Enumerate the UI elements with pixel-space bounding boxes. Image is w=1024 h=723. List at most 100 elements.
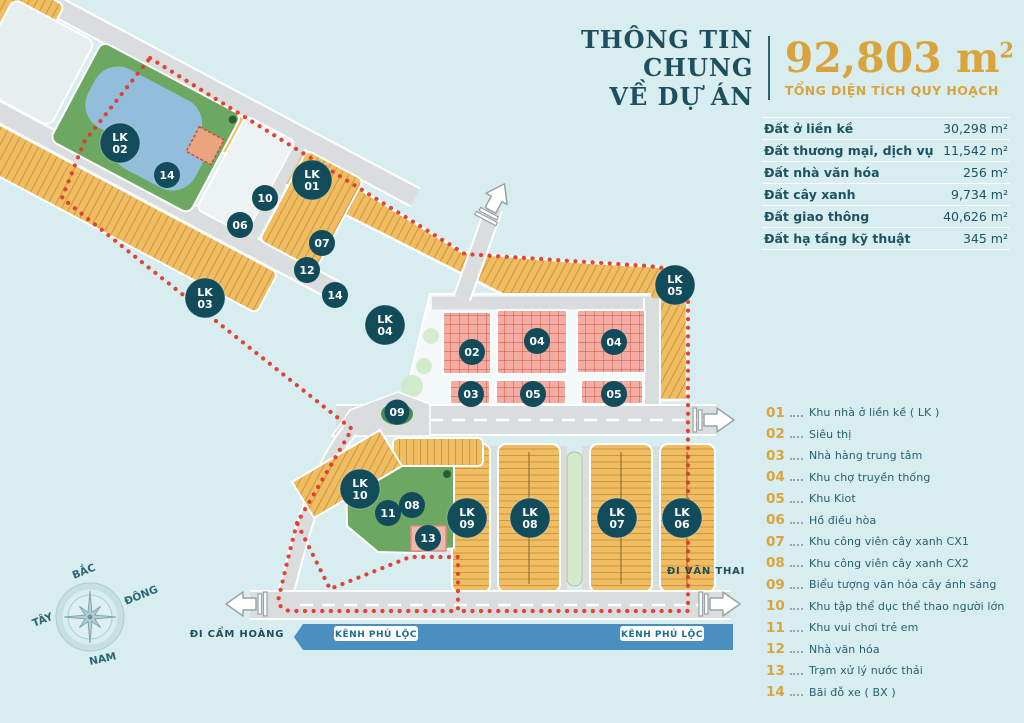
legend-number: 09 (766, 576, 785, 593)
svg-text:05: 05 (525, 388, 540, 401)
legend-number: 01 (766, 404, 785, 421)
stat-label: Đất ở liền kề (764, 121, 854, 136)
svg-text:10: 10 (257, 192, 273, 205)
tree-dot (443, 470, 451, 478)
svg-text:04: 04 (529, 335, 545, 348)
tree-blob (423, 328, 439, 344)
legend-label: Khu chợ truyền thống (809, 470, 931, 484)
legend-leader (790, 479, 803, 482)
legend-label: Khu tập thể dục thể thao người lớn (809, 599, 1005, 613)
legend-number: 11 (766, 619, 785, 636)
svg-text:04: 04 (606, 336, 622, 349)
plot-lk04 (260, 151, 363, 270)
svg-text:05: 05 (606, 388, 621, 401)
stat-value: 9,734 m² (951, 187, 1008, 202)
marker-06: 06 (227, 212, 253, 238)
stat-label: Đất hạ tầng kỹ thuật (764, 231, 911, 246)
svg-text:06: 06 (232, 219, 248, 232)
svg-text:02: 02 (464, 346, 479, 359)
legend-leader (790, 457, 803, 460)
page-title-line2: VỀ DỰ ÁN (609, 81, 754, 111)
svg-text:09: 09 (389, 406, 404, 419)
culture-house-site (185, 125, 226, 166)
legend-label: Bãi đỗ xe ( BX ) (809, 685, 896, 699)
road-a (0, 0, 420, 206)
legend-leader (790, 586, 803, 589)
canal-label: KÊNH PHÚ LỘC (621, 628, 703, 640)
legend-leader (790, 500, 803, 503)
legend-number: 05 (766, 490, 785, 507)
svg-text:07: 07 (314, 237, 329, 250)
legend-number: 03 (766, 447, 785, 464)
marker-10: 10 (252, 185, 278, 211)
marker-11: 11 (375, 500, 401, 526)
marker-14b: 14 (322, 282, 348, 308)
marker-13: 13 (415, 525, 441, 551)
stat-label: Đất giao thông (764, 209, 870, 224)
legend-label: Khu công viên cây xanh CX2 (809, 556, 969, 570)
marker-03: 03 (458, 381, 484, 407)
header: THÔNG TIN CHUNG VỀ DỰ ÁN 92,803 m2 TỔNG … (536, 25, 1014, 111)
marker-02: 02 (459, 339, 485, 365)
compass-south-label: NAM (88, 651, 117, 668)
road-col-1 (490, 446, 498, 592)
legend-label: Khu vui chơi trẻ em (809, 621, 919, 635)
arrow-west-icon (225, 591, 268, 617)
legend-number: 12 (766, 641, 785, 658)
legend-leader (790, 543, 803, 546)
legend-label: Khu công viên cây xanh CX1 (809, 535, 969, 549)
plot-lk03 (0, 89, 277, 313)
compass-west-label: TÂY (30, 610, 55, 630)
compass-east-label: ĐÔNG (122, 583, 159, 608)
total-area: 92,803 m2 TỔNG DIỆN TÍCH QUY HOẠCH (784, 38, 1014, 99)
stat-value: 345 m² (962, 231, 1008, 246)
legend-label: Siêu thị (809, 427, 852, 441)
road-col-3 (582, 446, 590, 592)
legend-number: 04 (766, 469, 785, 486)
svg-text:14: 14 (159, 169, 175, 182)
legend-number: 02 (766, 426, 785, 443)
legend-leader (790, 608, 803, 611)
marker-04a: 04 (524, 328, 550, 354)
marker-14a: 14 (154, 162, 180, 188)
legend-leader (790, 651, 803, 654)
legend-leader (790, 565, 803, 568)
road-label-van-thai: ĐI VĂN THAI (667, 564, 745, 577)
legend-number: 14 (766, 684, 785, 701)
road-exit-ne (454, 205, 502, 301)
legend-number: 10 (766, 598, 785, 615)
marker-04b: 04 (601, 329, 627, 355)
list-item: 02 Siêu thị (766, 424, 1004, 446)
legend-number: 13 (766, 662, 785, 679)
legend-number: 08 (766, 555, 785, 572)
green-strip (566, 451, 583, 587)
marker-05a: 05 (520, 381, 546, 407)
legend-label: Khu Kiot (809, 492, 856, 506)
total-area-caption: TỔNG DIỆN TÍCH QUY HOẠCH (784, 83, 999, 99)
marker-07: 07 (309, 230, 335, 256)
